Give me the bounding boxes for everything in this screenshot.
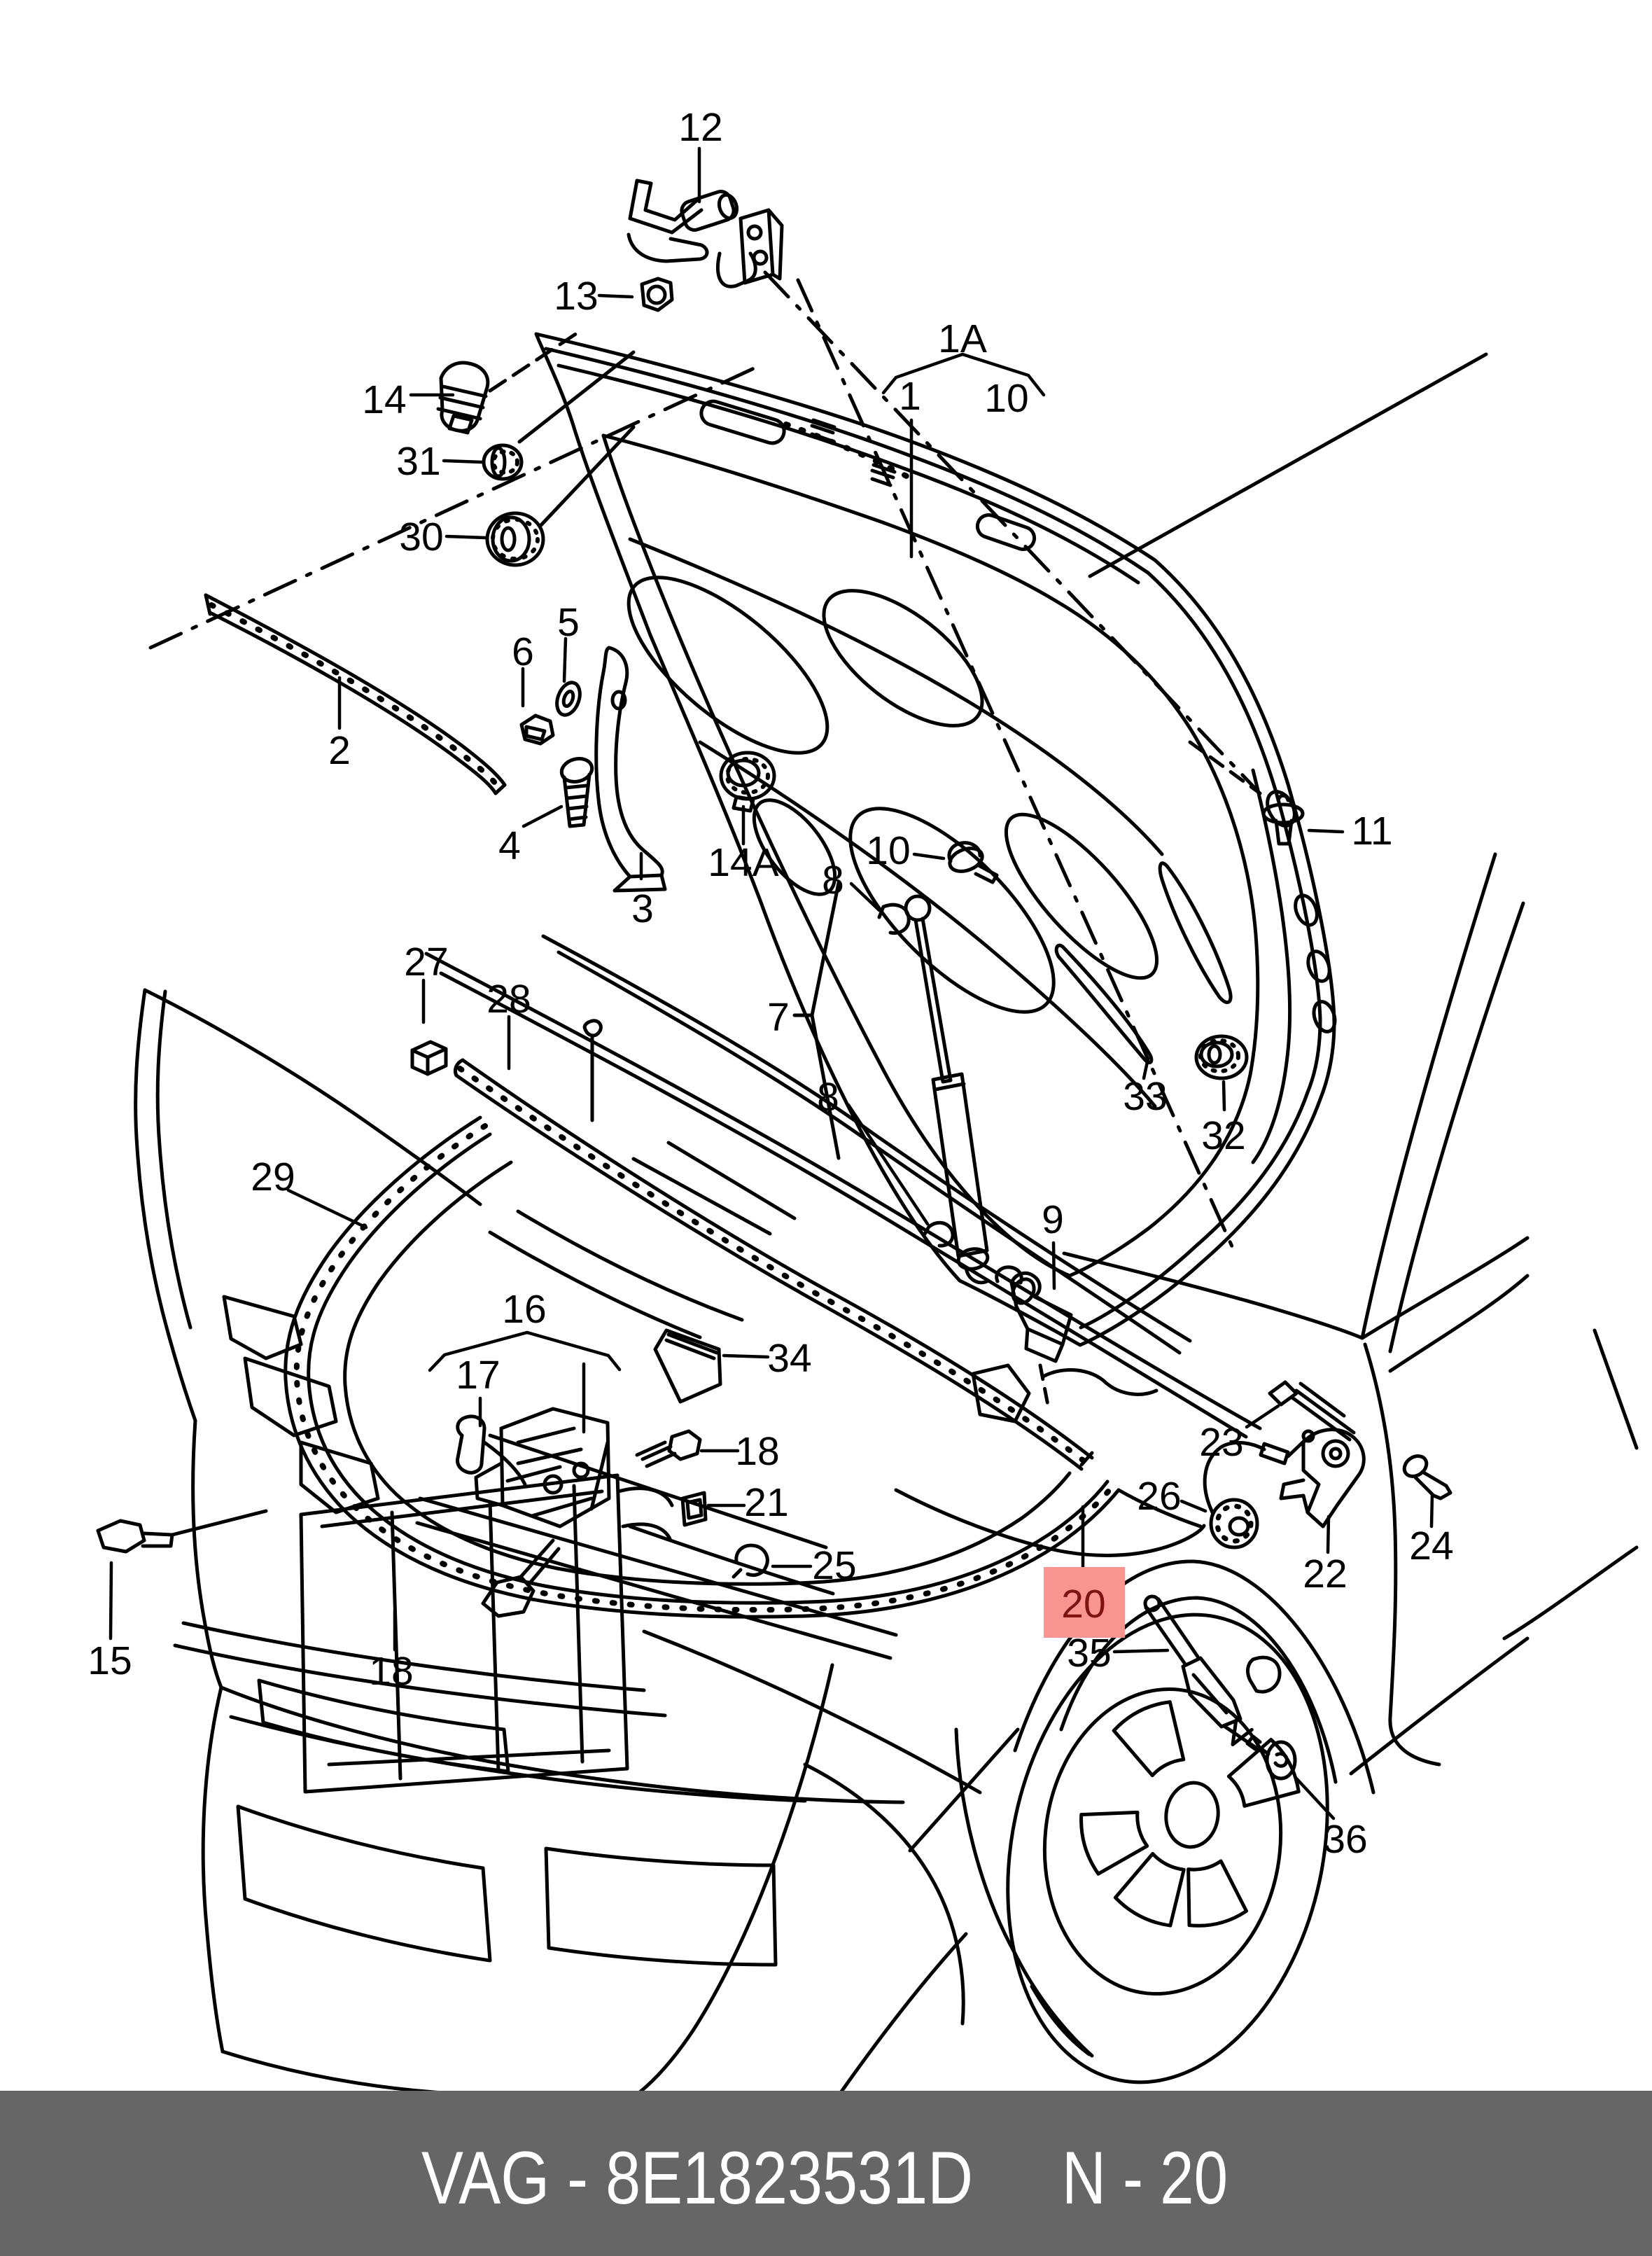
svg-text:27: 27 bbox=[404, 940, 448, 984]
svg-text:7: 7 bbox=[767, 995, 790, 1040]
svg-text:3: 3 bbox=[631, 886, 654, 931]
svg-text:28: 28 bbox=[486, 977, 531, 1022]
svg-text:29: 29 bbox=[251, 1155, 295, 1199]
svg-text:32: 32 bbox=[1201, 1113, 1245, 1158]
svg-text:26: 26 bbox=[1137, 1474, 1181, 1519]
svg-text:8: 8 bbox=[817, 1075, 839, 1120]
svg-text:31: 31 bbox=[396, 439, 440, 484]
svg-text:21: 21 bbox=[744, 1480, 788, 1525]
svg-text:23: 23 bbox=[1199, 1420, 1243, 1465]
svg-text:18: 18 bbox=[369, 1649, 413, 1694]
svg-text:1A: 1A bbox=[938, 316, 987, 361]
svg-text:33: 33 bbox=[1123, 1074, 1167, 1119]
svg-text:2: 2 bbox=[328, 728, 351, 773]
svg-text:5: 5 bbox=[557, 600, 580, 645]
svg-text:VAG - 8E1823531D: VAG - 8E1823531D bbox=[421, 2136, 973, 2220]
svg-text:14: 14 bbox=[362, 377, 406, 422]
svg-text:15: 15 bbox=[88, 1638, 132, 1683]
svg-text:20: 20 bbox=[1061, 1582, 1105, 1627]
svg-text:4: 4 bbox=[498, 823, 521, 868]
svg-text:22: 22 bbox=[1303, 1552, 1347, 1596]
svg-text:25: 25 bbox=[812, 1543, 856, 1588]
svg-text:11: 11 bbox=[1351, 809, 1392, 854]
svg-text:N - 20: N - 20 bbox=[1062, 2136, 1228, 2220]
svg-text:36: 36 bbox=[1323, 1817, 1367, 1862]
svg-text:18: 18 bbox=[735, 1429, 779, 1474]
svg-text:1: 1 bbox=[899, 374, 921, 419]
svg-text:10: 10 bbox=[866, 828, 910, 873]
svg-text:17: 17 bbox=[456, 1353, 500, 1398]
svg-text:6: 6 bbox=[512, 629, 534, 674]
svg-text:16: 16 bbox=[502, 1287, 546, 1332]
svg-text:10: 10 bbox=[984, 376, 1028, 421]
svg-text:35: 35 bbox=[1067, 1631, 1111, 1676]
svg-text:13: 13 bbox=[554, 274, 598, 319]
svg-text:34: 34 bbox=[767, 1336, 811, 1381]
svg-text:14A: 14A bbox=[708, 840, 778, 885]
svg-text:8: 8 bbox=[822, 858, 844, 903]
svg-text:24: 24 bbox=[1409, 1524, 1453, 1568]
svg-text:9: 9 bbox=[1042, 1197, 1064, 1242]
svg-text:30: 30 bbox=[399, 515, 443, 559]
svg-text:12: 12 bbox=[678, 105, 722, 150]
